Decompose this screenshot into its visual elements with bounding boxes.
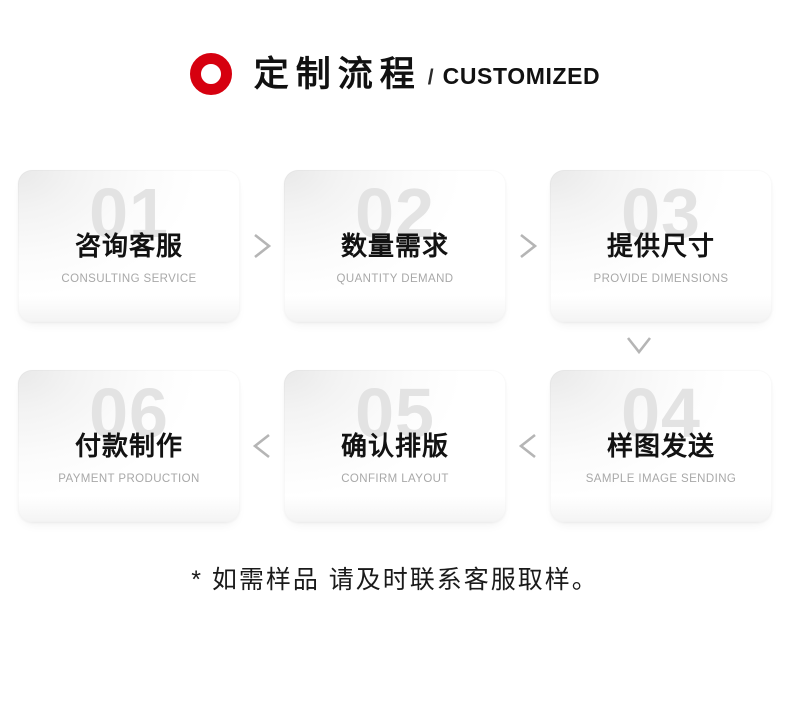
- step-number: 05: [355, 374, 435, 452]
- step-number: 04: [621, 374, 701, 452]
- step-number: 03: [621, 174, 701, 252]
- step-label-cn: 咨询客服: [74, 231, 183, 261]
- step-card-06[interactable]: 06 付款制作 PAYMENT PRODUCTION: [18, 370, 240, 522]
- step-label-cn: 样图发送: [606, 431, 715, 461]
- title-separator: /: [427, 65, 434, 89]
- chevron-left-icon: [240, 370, 284, 522]
- step-card-04[interactable]: 04 样图发送 SAMPLE IMAGE SENDING: [550, 370, 772, 522]
- step-card-01[interactable]: 01 咨询客服 CONSULTING SERVICE: [18, 170, 240, 322]
- chevron-right-icon: [506, 170, 550, 322]
- chevron-down-icon: [528, 333, 750, 359]
- step-label-en: QUANTITY DEMAND: [336, 273, 454, 285]
- flow-row-connector: [0, 322, 790, 370]
- step-card-02[interactable]: 02 数量需求 QUANTITY DEMAND: [284, 170, 506, 322]
- step-label-en: PROVIDE DIMENSIONS: [593, 273, 729, 285]
- step-label-cn: 提供尺寸: [606, 231, 715, 261]
- step-number: 01: [89, 174, 169, 252]
- step-label-en: CONSULTING SERVICE: [61, 273, 197, 285]
- step-label-en: SAMPLE IMAGE SENDING: [585, 473, 737, 485]
- step-card-03[interactable]: 03 提供尺寸 PROVIDE DIMENSIONS: [550, 170, 772, 322]
- footer-note: * 如需样品 请及时联系客服取样。: [191, 566, 599, 594]
- red-ring-icon: [189, 53, 232, 95]
- page-title-cn: 定制流程: [253, 54, 422, 94]
- chevron-left-icon: [506, 370, 550, 522]
- step-label-cn: 确认排版: [340, 431, 449, 461]
- chevron-right-icon: [240, 170, 284, 322]
- customization-flow: 01 咨询客服 CONSULTING SERVICE 02 数量需求 QUANT…: [0, 170, 790, 522]
- step-label-en: PAYMENT PRODUCTION: [58, 473, 200, 485]
- step-label-cn: 付款制作: [74, 431, 183, 461]
- step-number: 02: [355, 174, 435, 252]
- step-label-en: CONFIRM LAYOUT: [341, 473, 449, 485]
- page-header: 定制流程 / CUSTOMIZED: [0, 46, 790, 102]
- step-number: 06: [89, 374, 169, 452]
- page-title-en: CUSTOMIZED: [442, 62, 601, 89]
- flow-row-top: 01 咨询客服 CONSULTING SERVICE 02 数量需求 QUANT…: [0, 170, 790, 322]
- step-card-05[interactable]: 05 确认排版 CONFIRM LAYOUT: [284, 370, 506, 522]
- step-label-cn: 数量需求: [340, 231, 449, 261]
- flow-row-bottom: 06 付款制作 PAYMENT PRODUCTION 05 确认排版 CONFI…: [0, 370, 790, 522]
